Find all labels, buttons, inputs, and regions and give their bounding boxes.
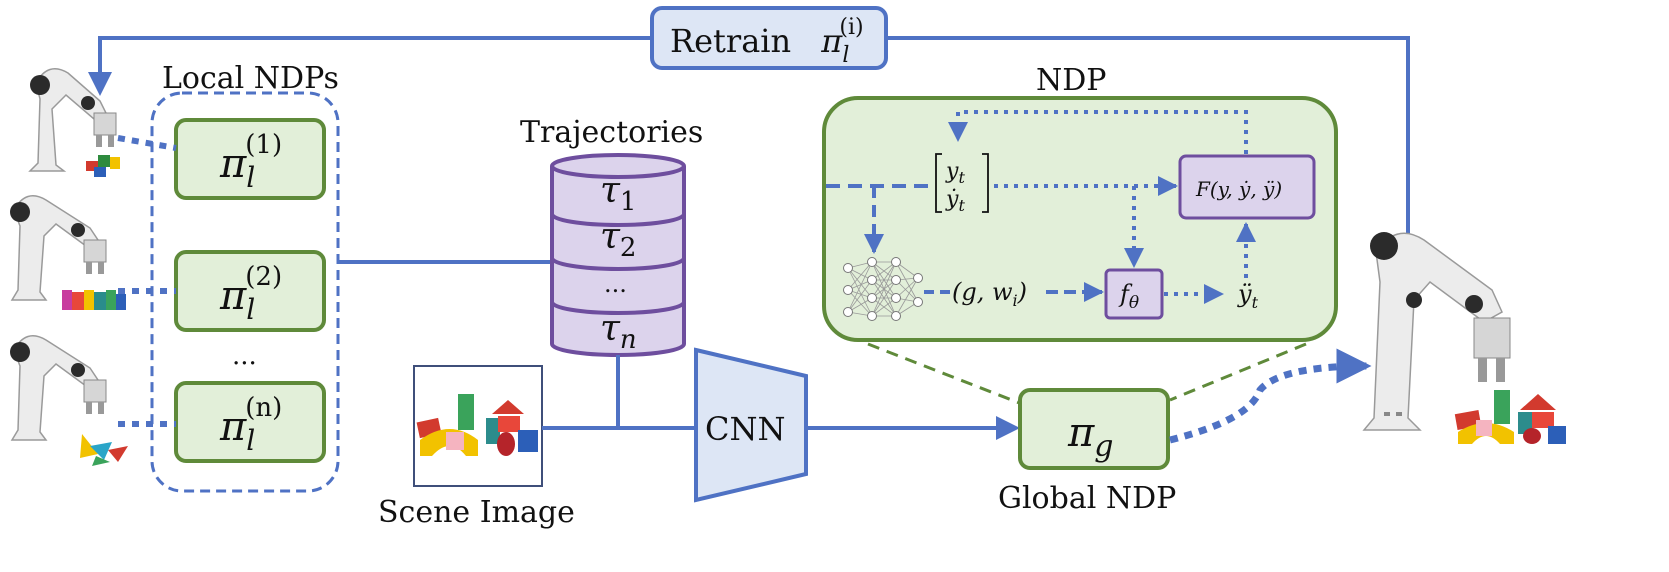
local-ndps-group: Local NDPs πl(1) πl(2) ... πl(n): [117, 61, 340, 493]
local-policy-1-label: πl(1): [219, 130, 282, 194]
f-theta-box: [1104, 268, 1164, 320]
local-policy-2-label: πl(2): [219, 262, 282, 326]
scene-image: [413, 365, 543, 487]
trajectory-ellipsis-label: ...: [604, 270, 627, 298]
state-position-label: yt: [945, 159, 965, 187]
state-vector: yt ẏt: [935, 153, 989, 215]
global-ndp-label: Global NDP: [998, 481, 1176, 516]
F-label: F(y, ẏ, ÿ): [1195, 177, 1282, 201]
trajectory-1-label: τ1: [600, 170, 636, 217]
global-policy-label: πg: [1067, 410, 1114, 464]
trajectory-n-label: τn: [600, 308, 637, 355]
ndp-zoom-line-left: [867, 342, 1023, 406]
retrain-box: [650, 6, 888, 70]
local-ndps-title: Local NDPs: [162, 61, 339, 96]
neural-network-icon: [843, 257, 923, 321]
global-ndp-group: πg Global NDP: [867, 342, 1307, 516]
state-velocity-label: ẏt: [945, 187, 965, 215]
accel-label: ÿt: [1237, 280, 1259, 312]
robot-arm-1-icon: [28, 68, 120, 177]
ndp-detail-group: NDP yt ẏt F(y, ẏ, ÿ): [822, 63, 1338, 342]
robot-arm-2-icon: [10, 195, 126, 310]
trajectories-title: Trajectories: [520, 115, 703, 150]
scene-blocks-result-icon: [1454, 390, 1566, 444]
local-policy-ellipsis: ...: [232, 341, 257, 371]
ndp-zoom-line-right: [1169, 342, 1307, 402]
F-box: [1178, 154, 1316, 220]
global-policy-box: [1018, 388, 1170, 470]
retrain-loop: Retrain πl(i): [88, 6, 1410, 238]
cnn-label: CNN: [705, 410, 785, 448]
retrain-arrow-left: [88, 36, 652, 96]
trajectory-2-label: τ2: [600, 216, 636, 263]
retrain-line-right: [888, 36, 1410, 238]
global-to-robot-arrow: [1169, 348, 1372, 444]
cnn-block: CNN: [694, 347, 808, 503]
robot-arm-3-icon: [10, 335, 128, 466]
local-policy-n-label: πl(n): [219, 393, 282, 457]
ndp-title: NDP: [1036, 63, 1107, 98]
local-policy-1-box: [174, 118, 326, 200]
retrain-label: Retrain πl(i): [670, 15, 864, 68]
ndp-feedback-loop: [948, 110, 1248, 154]
robot-arm-right-icon: [1362, 232, 1511, 431]
scene-image-label: Scene Image: [378, 495, 575, 530]
trajectories-database: Trajectories τ1 τ2 ... τn: [520, 115, 703, 357]
goal-weights-label: (g, wi): [952, 278, 1027, 310]
robot-1-connector: [117, 135, 177, 151]
